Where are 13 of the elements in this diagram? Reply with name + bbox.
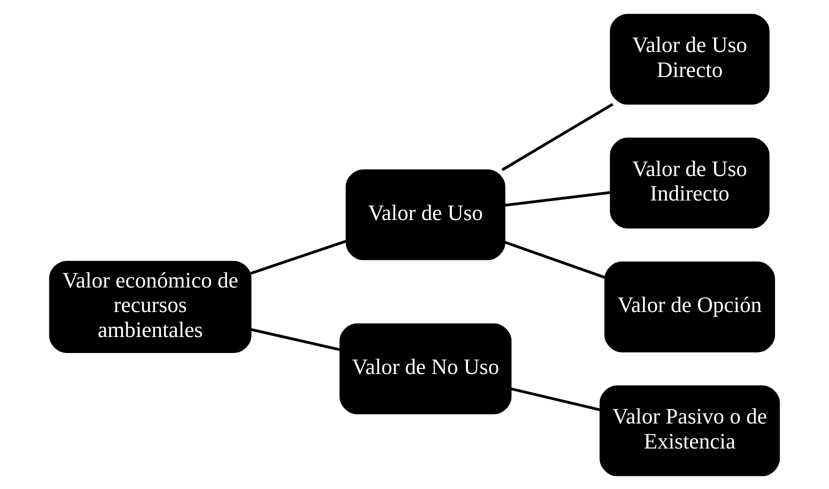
connector bbox=[504, 240, 606, 278]
node-box: Valor Pasivo o de Existencia bbox=[600, 384, 780, 476]
connector bbox=[504, 190, 610, 206]
connector bbox=[250, 328, 340, 351]
connector bbox=[510, 386, 600, 411]
node-box: Valor de Uso bbox=[346, 168, 506, 260]
node-box: Valor de Opción bbox=[604, 261, 776, 352]
node-box: Valor de Uso Directo bbox=[610, 13, 770, 104]
node-box: Valor de No Uso bbox=[340, 322, 512, 414]
connector bbox=[501, 102, 614, 171]
node-box: Valor de Uso Indirecto bbox=[610, 137, 770, 228]
connector bbox=[250, 239, 346, 274]
node-box: Valor económico de recursos ambientales bbox=[49, 260, 252, 353]
